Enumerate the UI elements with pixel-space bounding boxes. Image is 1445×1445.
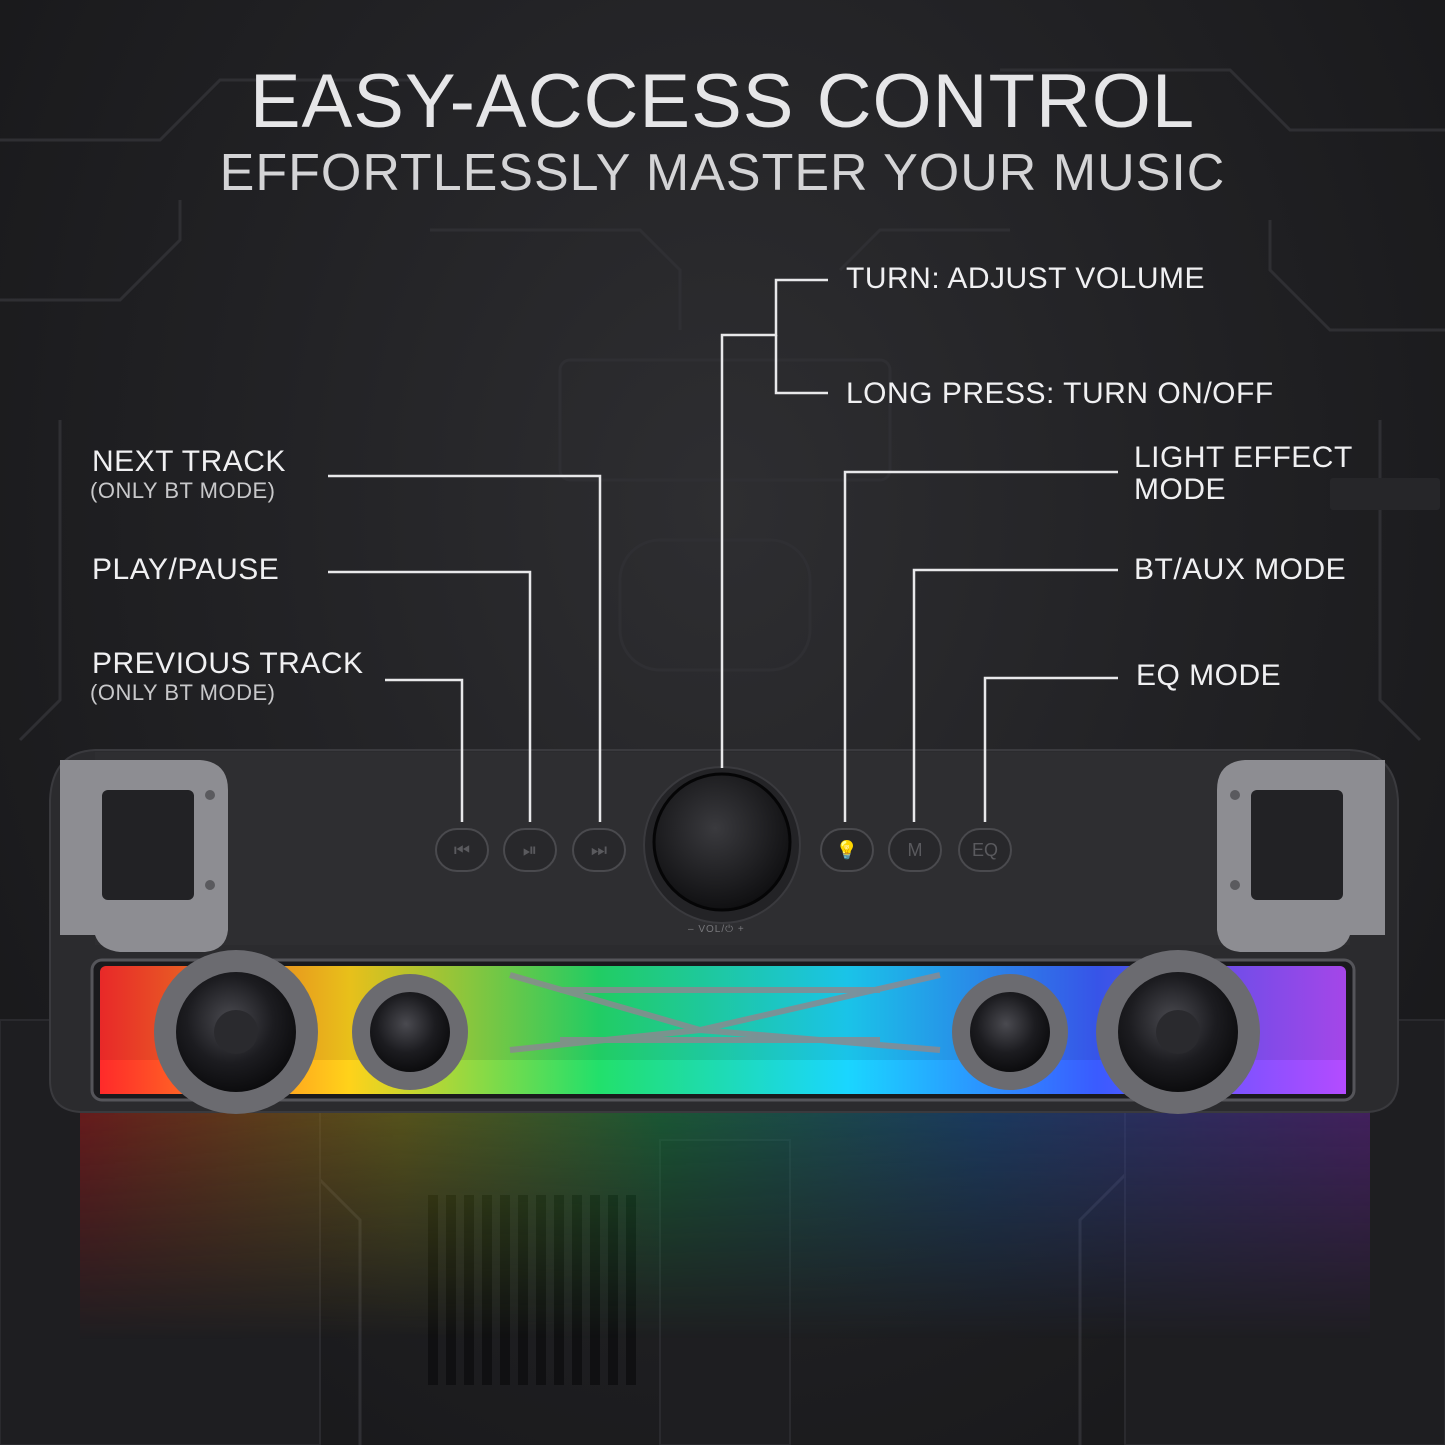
dot-grid [1330,478,1440,510]
knob-label: – VOL/⏻ + [688,924,745,935]
center-x-design [509,972,941,1053]
callout-previous-track: PREVIOUS TRACK [92,647,364,680]
callout-previous-track-note: (ONLY BT MODE) [90,680,276,705]
callout-next-track: NEXT TRACK [92,445,286,478]
callout-eq-mode: EQ MODE [1136,659,1282,692]
callout-long-press-power: LONG PRESS: TURN ON/OFF [846,377,1274,410]
right-woofer [1096,950,1260,1114]
callout-next-track-note: (ONLY BT MODE) [90,478,276,503]
left-tweeter [352,974,468,1090]
right-handle [1217,760,1385,952]
mode-button-icon: M [888,828,942,872]
callout-play-pause: PLAY/PAUSE [92,553,280,586]
play-pause-icon: ⏯ [503,828,557,872]
page-title: EASY-ACCESS CONTROL [249,59,1196,144]
right-tweeter [952,974,1068,1090]
light-bulb-icon: 💡 [820,828,874,872]
left-woofer [154,950,318,1114]
volume-knob [643,766,801,924]
eq-button-icon: EQ [958,828,1012,872]
previous-track-icon: ⏮ [435,828,489,872]
next-track-icon: ⏭ [572,828,626,872]
page-subtitle: EFFORTLESSLY MASTER YOUR MUSIC [219,144,1226,202]
callout-turn-adjust-volume: TURN: ADJUST VOLUME [846,262,1205,295]
callout-light-effect-mode-line1: LIGHT EFFECT [1134,441,1353,474]
left-handle [60,760,228,952]
callout-light-effect-mode-line2: MODE [1134,473,1226,506]
callout-bt-aux-mode: BT/AUX MODE [1134,553,1347,586]
